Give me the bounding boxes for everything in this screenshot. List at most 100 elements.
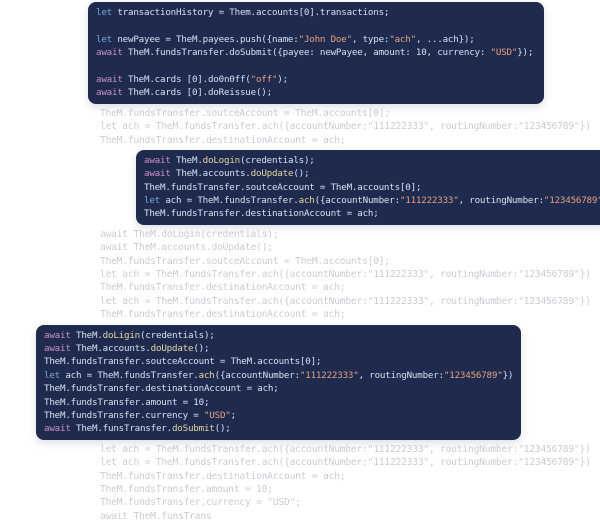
faded-code-line: TheM.fundsTransfer.currency = "USD";	[100, 497, 301, 509]
code-token: ({accountNumber:	[214, 369, 301, 381]
code-token: "123456789"	[443, 369, 503, 381]
background-code-faded: TheM.fundsTransfer.soutceAccount = TheM.…	[100, 107, 600, 147]
faded-code-line: TheM.fundsTransfer.amount = 10;	[100, 483, 273, 495]
faded-code-line: await TheM.funsTrans	[100, 510, 212, 522]
code-token: await	[96, 47, 123, 59]
code-line: await TheM.cards [0].do0n0ff("off");	[96, 73, 536, 86]
code-token: });	[517, 47, 534, 59]
code-token: ach	[198, 369, 215, 381]
code-token: await	[44, 342, 71, 354]
code-token: doLigin	[102, 329, 141, 341]
code-token: let	[144, 195, 160, 207]
code-token: ;	[230, 409, 237, 421]
code-token: "John Doe"	[298, 33, 353, 45]
code-line: TheM.fundsTransfer.amount = 10;	[44, 396, 513, 409]
code-token: "USD"	[203, 409, 231, 421]
code-token: TheM.fundsTransfer.doSubmit({payee: newP…	[122, 47, 491, 59]
code-line	[96, 19, 536, 32]
faded-code-line: TheM.fundsTransfer.destinationAccount = …	[100, 282, 346, 294]
background-code-faded: await TheM.doLogin(credentials); await Th…	[100, 228, 600, 322]
code-token: "USD"	[490, 47, 518, 59]
code-token: TheM.fundsTransfer.amount = 10;	[44, 396, 210, 408]
code-line: let newPayee = TheM.payees.push({name:"J…	[96, 33, 536, 46]
code-token: await	[144, 168, 171, 180]
code-token: ach = TheM.fundsTransfer.	[160, 195, 299, 207]
faded-code-line: let ach = TheM.fundsTransfer.ach({accoun…	[100, 269, 591, 281]
code-token: await	[44, 329, 71, 341]
code-token: , type:	[351, 33, 390, 45]
code-panel-transactions: let transactionHistory = Them.accounts[0…	[88, 2, 544, 104]
code-panel-funds-transfer: await TheM.doLigin(credentials);await Th…	[36, 324, 522, 440]
code-token: await	[144, 154, 171, 166]
code-line: await TheM.accounts.doUpdate();	[44, 342, 513, 355]
faded-code-line: let ach = TheM.fundsTransfer.ach({accoun…	[100, 443, 591, 455]
code-token: TheM.cards [0].do0n0ff(	[122, 73, 251, 85]
code-token: TheM.accounts.	[70, 342, 151, 354]
code-token: ();	[193, 342, 210, 354]
code-token: })	[502, 369, 514, 381]
background-code-faded: let ach = TheM.fundsTransfer.ach({accoun…	[100, 443, 600, 523]
code-line: let ach = TheM.fundsTransfer.ach({accoun…	[144, 194, 600, 207]
faded-code-line: TheM.fundsTransfer.soutceAccount = TheM.…	[100, 107, 390, 119]
code-token: , routingNumber:	[458, 195, 545, 207]
code-panel-login-ach: await TheM.doLogin(credentials);await Th…	[136, 149, 600, 225]
code-token: await	[96, 73, 123, 85]
code-token: ach	[298, 195, 315, 207]
faded-code-line: let ach = TheM.fundsTransfer.ach({accoun…	[100, 295, 591, 307]
faded-code-line: await TheM.accounts.doUpdate();	[100, 242, 273, 254]
code-token: TheM.fundsTransfer.destinationAccount = …	[144, 208, 379, 220]
code-token: TheM.accounts.	[170, 168, 251, 180]
code-line: await TheM.fundsTransfer.doSubmit({payee…	[96, 46, 536, 59]
code-token: TheM.fundsTransfer.soutceAccount = TheM.…	[144, 181, 422, 193]
code-line: let transactionHistory = Them.accounts[0…	[96, 6, 536, 19]
code-token: TheM.fundsTransfer.soutceAccount = TheM.…	[44, 356, 322, 368]
faded-code-line: TheM.fundsTransfer.soutceAccount = TheM.…	[100, 255, 390, 267]
code-token: "123456789"	[543, 195, 600, 207]
code-token: TheM.fundsTransfer.currency =	[44, 409, 204, 421]
code-token: "111222333"	[299, 369, 359, 381]
code-line: await TheM.doLogin(credentials);	[144, 154, 600, 167]
code-line	[96, 60, 536, 73]
code-token: doUpdate	[250, 168, 294, 180]
code-line: await TheM.accounts.doUpdate();	[144, 167, 600, 180]
code-token: , ...ach});	[415, 33, 475, 45]
code-token: ach = TheM.fundsTransfer.	[60, 369, 199, 381]
code-line: await TheM.doLigin(credentials);	[44, 329, 513, 342]
code-line: await TheM.cards [0].doReissue();	[96, 86, 536, 99]
code-token: "off"	[250, 73, 278, 85]
code-token: let	[44, 369, 60, 381]
code-token: "111222333"	[399, 195, 459, 207]
code-token: doUpdate	[150, 342, 194, 354]
code-token: ();	[293, 168, 310, 180]
code-token: ({accountNumber:	[314, 195, 401, 207]
faded-code-line: TheM.fundsTransfer.destinationAccount = …	[100, 309, 346, 321]
code-token: await	[96, 87, 123, 99]
code-token: , routingNumber:	[358, 369, 445, 381]
code-token: newPayee = TheM.payees.push({name:	[112, 33, 299, 45]
code-token: TheM.	[70, 329, 103, 341]
code-line: TheM.fundsTransfer.soutceAccount = TheM.…	[44, 355, 513, 368]
code-token: let	[96, 7, 112, 18]
code-line: TheM.fundsTransfer.destinationAccount = …	[44, 382, 513, 395]
code-token: doLogin	[202, 154, 241, 166]
code-token: (credentials);	[140, 329, 215, 341]
code-token: await	[44, 423, 71, 435]
code-token: doSubmit	[171, 423, 215, 435]
faded-code-line: TheM.fundsTransfer.destinationAccount = …	[100, 470, 346, 482]
code-token: "ach"	[389, 33, 416, 45]
code-token: TheM.fundsTransfer.destinationAccount = …	[44, 383, 279, 395]
faded-code-line: await TheM.doLogin(credentials);	[100, 228, 279, 240]
code-token: transactionHistory = Them.accounts[0].tr…	[112, 7, 390, 18]
code-token: let	[96, 33, 112, 45]
code-line: TheM.fundsTransfer.currency = "USD";	[44, 409, 513, 422]
code-line: await TheM.funsTransfer.doSubmit();	[44, 422, 513, 435]
code-token: TheM.cards [0].doReissue();	[122, 87, 272, 99]
code-line: let ach = TheM.fundsTransfer.ach({accoun…	[44, 369, 513, 382]
faded-code-line: TheM.fundsTransfer.destinationAccount = …	[100, 134, 346, 146]
code-token: ();	[214, 423, 231, 435]
code-token: TheM.	[170, 154, 203, 166]
code-token: );	[277, 73, 288, 85]
code-token: TheM.funsTransfer.	[70, 423, 172, 435]
faded-code-line: let ach = TheM.fundsTransfer.ach({accoun…	[100, 121, 591, 133]
